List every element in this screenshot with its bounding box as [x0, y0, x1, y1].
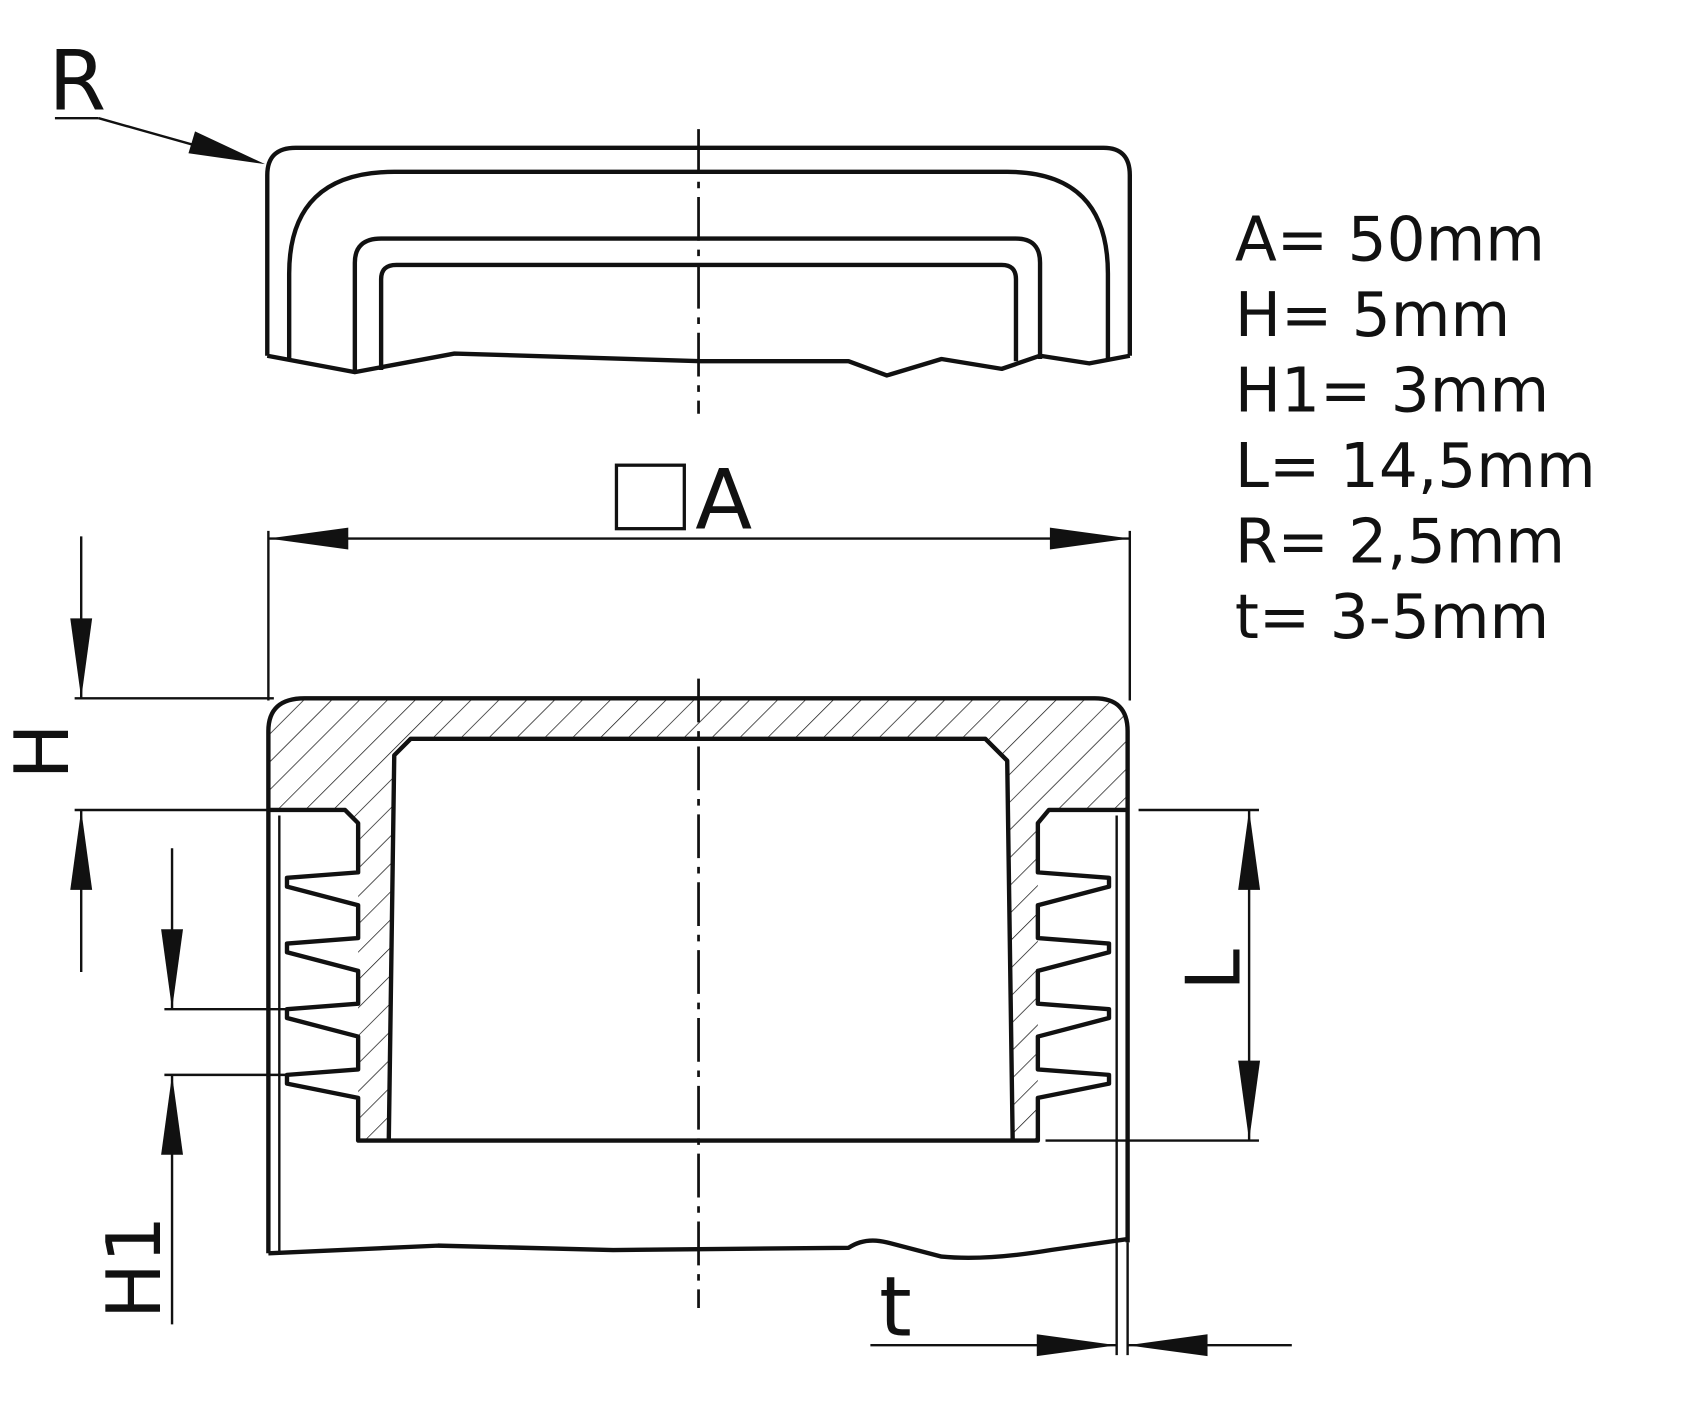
break-line: [266, 351, 1131, 378]
spec-a: A= 50mm: [1235, 205, 1545, 276]
tube-break-line: [268, 1236, 1128, 1261]
spec-list: A= 50mm H= 5mm H1= 3mm L= 14,5mm R= 2,5m…: [1235, 205, 1596, 654]
spec-h1: H1= 3mm: [1235, 356, 1549, 427]
width-dimension: A: [267, 452, 1132, 701]
radius-callout: R: [48, 32, 266, 165]
spec-l: L= 14,5mm: [1235, 431, 1596, 502]
length-dimension: L: [1045, 808, 1261, 1142]
height-dimension: H: [0, 536, 274, 972]
spec-t: t= 3-5mm: [1235, 582, 1549, 653]
width-label: A: [695, 452, 752, 549]
spec-h: H= 5mm: [1235, 280, 1510, 351]
thickness-dimension: t: [870, 1242, 1292, 1357]
rib-pitch-dimension: H1: [91, 848, 287, 1325]
thickness-label: t: [879, 1258, 912, 1355]
radius-label: R: [48, 32, 106, 129]
height-label: H: [0, 723, 86, 779]
rib-pitch-label: H1: [91, 1216, 178, 1319]
length-label: L: [1170, 949, 1257, 991]
spec-r: R= 2,5mm: [1235, 507, 1565, 578]
section-view: [266, 678, 1130, 1309]
top-view: [265, 129, 1132, 414]
